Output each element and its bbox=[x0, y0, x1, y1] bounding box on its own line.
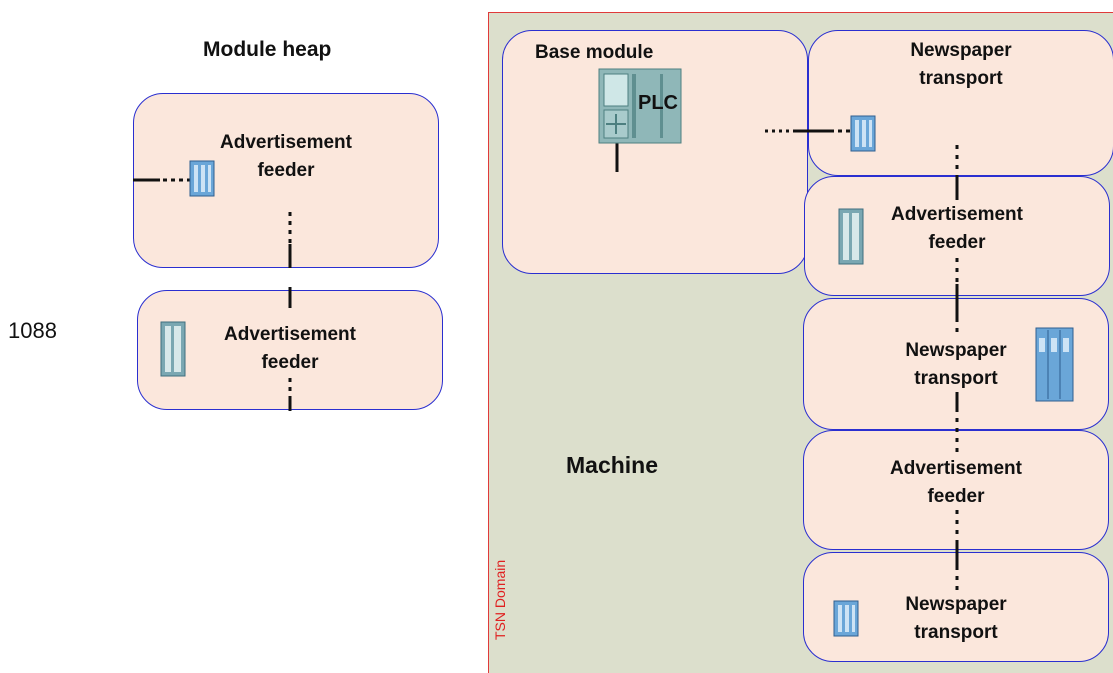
machine-module-newspaper-transport-3[interactable]: Newspaper transport bbox=[803, 552, 1109, 662]
heap-module-advertisement-feeder-2[interactable]: Advertisement feeder bbox=[137, 290, 443, 410]
base-module-title: Base module bbox=[535, 42, 654, 63]
module-title: Newspaper transport bbox=[910, 40, 1012, 89]
module-title: Advertisement feeder bbox=[224, 324, 356, 373]
machine-label: Machine bbox=[566, 452, 659, 478]
module-title: Advertisement feeder bbox=[891, 204, 1023, 253]
machine-module-advertisement-feeder-1[interactable]: Advertisement feeder bbox=[804, 176, 1110, 296]
heap-module-advertisement-feeder-1[interactable]: Advertisement feeder bbox=[133, 93, 439, 268]
module-heap-heading: Module heap bbox=[203, 38, 332, 61]
base-module[interactable]: Base module bbox=[502, 30, 808, 274]
machine-module-advertisement-feeder-2[interactable]: Advertisement feeder bbox=[803, 430, 1109, 550]
module-title: Newspaper transport bbox=[905, 594, 1007, 643]
machine-module-newspaper-transport-1[interactable]: Newspaper transport bbox=[808, 30, 1113, 176]
side-number-label: 1088 bbox=[8, 318, 57, 343]
module-title: Advertisement feeder bbox=[890, 458, 1022, 507]
machine-module-newspaper-transport-2[interactable]: Newspaper transport bbox=[803, 298, 1109, 430]
module-title: Newspaper transport bbox=[905, 340, 1007, 389]
module-title: Advertisement feeder bbox=[220, 132, 352, 181]
tsn-domain-label: TSN Domain bbox=[492, 559, 508, 640]
